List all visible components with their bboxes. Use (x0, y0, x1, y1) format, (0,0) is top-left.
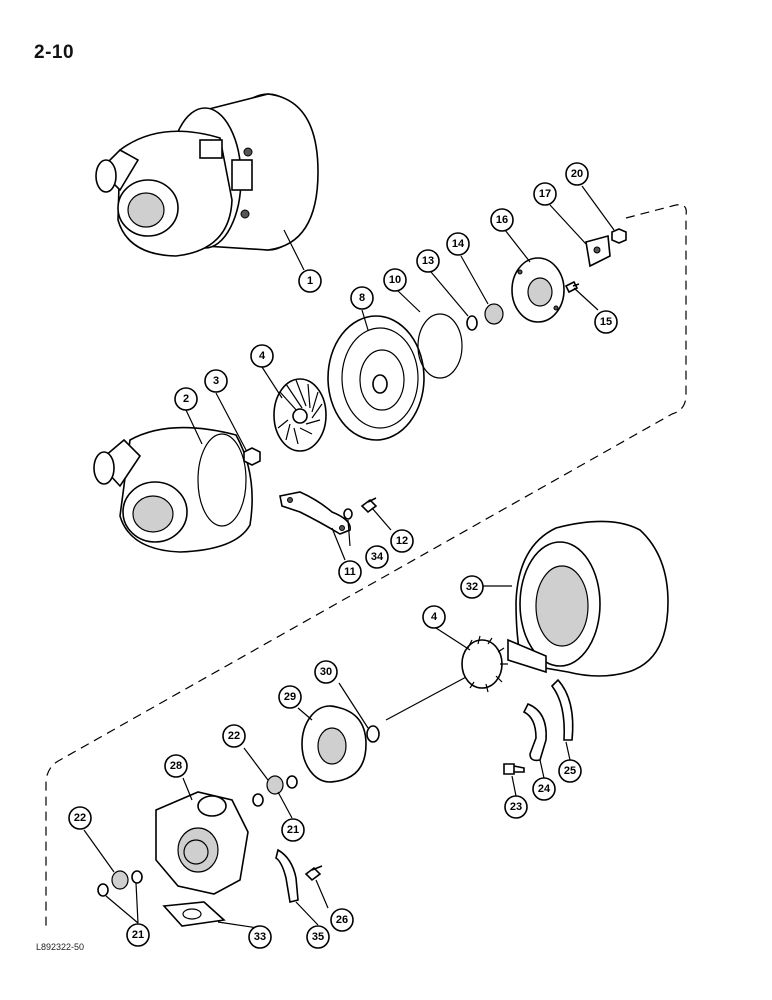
callout-33: 33 (248, 925, 272, 949)
callout-24: 24 (532, 777, 556, 801)
svg-text:4: 4 (431, 611, 438, 623)
svg-text:3: 3 (213, 375, 219, 387)
callout-10: 10 (383, 268, 407, 292)
screw-26 (304, 865, 323, 882)
svg-text:34: 34 (371, 551, 384, 563)
callout-12: 12 (390, 529, 414, 553)
callout-13: 13 (416, 249, 440, 273)
callout-20: 20 (565, 162, 589, 186)
center-bearing-housing (155, 791, 249, 895)
washer (343, 508, 353, 520)
journal-bearing (266, 775, 284, 795)
svg-text:23: 23 (510, 801, 522, 813)
svg-text:13: 13 (422, 255, 434, 267)
callout-23: 23 (504, 795, 528, 819)
compressor-housing (93, 426, 253, 553)
retaining-ring (97, 883, 109, 897)
callout-22-lower: 22 (68, 806, 92, 830)
backplate (327, 315, 425, 441)
callout-11: 11 (338, 560, 362, 584)
gasket (162, 901, 226, 927)
seal-ring (417, 313, 463, 379)
callout-21: 21 (281, 818, 305, 842)
leader-lines (83, 185, 615, 929)
callout-3: 3 (204, 369, 228, 393)
callout-25: 25 (558, 759, 582, 783)
svg-text:1: 1 (307, 275, 313, 287)
page-number: 2-10 (34, 42, 75, 63)
seal-ring-turbine (366, 725, 380, 743)
thrust-collar (484, 303, 504, 325)
svg-text:22: 22 (228, 730, 240, 742)
retaining-ring (286, 775, 298, 789)
retaining-ring (131, 870, 143, 884)
svg-text:14: 14 (452, 238, 465, 250)
svg-text:8: 8 (359, 292, 365, 304)
svg-text:33: 33 (254, 931, 266, 943)
piston-ring (466, 315, 478, 331)
callout-4: 4 (250, 344, 274, 368)
turbocharger-assembly (95, 93, 319, 257)
nut (611, 228, 627, 244)
svg-text:29: 29 (284, 691, 296, 703)
assembly-dashed-line (45, 204, 687, 930)
callout-8: 8 (350, 286, 374, 310)
svg-text:4: 4 (259, 350, 266, 362)
clamp-plate-35 (275, 848, 299, 903)
locknut (243, 447, 261, 466)
svg-text:22: 22 (74, 812, 86, 824)
svg-text:17: 17 (539, 188, 551, 200)
svg-text:20: 20 (571, 168, 583, 180)
svg-text:35: 35 (312, 931, 324, 943)
svg-text:21: 21 (132, 929, 144, 941)
callout-22: 22 (222, 724, 246, 748)
svg-text:30: 30 (320, 666, 332, 678)
callout-29: 29 (278, 685, 302, 709)
svg-text:15: 15 (600, 316, 612, 328)
thrust-bearing (511, 257, 565, 323)
turbine-wheel-shaft (385, 635, 508, 721)
callout-2: 2 (174, 387, 198, 411)
svg-text:26: 26 (336, 914, 348, 926)
callout-17: 17 (533, 182, 557, 206)
callout-34: 34 (365, 545, 389, 569)
svg-text:21: 21 (287, 824, 299, 836)
callout-35: 35 (306, 925, 330, 949)
callout-21-lower: 21 (126, 923, 150, 947)
svg-text:28: 28 (170, 760, 182, 772)
callout-28: 28 (164, 754, 188, 778)
callout-30: 30 (314, 660, 338, 684)
turbine-housing (507, 520, 669, 677)
compressor-wheel (273, 378, 327, 452)
svg-text:24: 24 (538, 783, 551, 795)
svg-text:16: 16 (496, 214, 508, 226)
svg-text:25: 25 (564, 765, 576, 777)
svg-text:2: 2 (183, 393, 189, 405)
screw-23 (503, 763, 525, 775)
callout-1: 1 (298, 269, 322, 293)
callout-16: 16 (490, 208, 514, 232)
callout-15: 15 (594, 310, 618, 334)
callout-14: 14 (446, 232, 470, 256)
callout-4-turbine: 4 (422, 605, 446, 629)
clamp-plate-25 (550, 678, 574, 741)
heat-shield (301, 705, 367, 783)
svg-text:32: 32 (466, 581, 478, 593)
svg-text:12: 12 (396, 535, 408, 547)
journal-bearing (111, 870, 129, 890)
clamp-plate-24 (522, 702, 547, 762)
figure-code: L892322-50 (36, 942, 85, 952)
svg-text:11: 11 (344, 566, 356, 578)
cap-screw (564, 280, 580, 294)
callout-32: 32 (460, 575, 484, 599)
retaining-ring (252, 793, 264, 807)
svg-text:10: 10 (389, 274, 401, 286)
callout-26: 26 (330, 908, 354, 932)
